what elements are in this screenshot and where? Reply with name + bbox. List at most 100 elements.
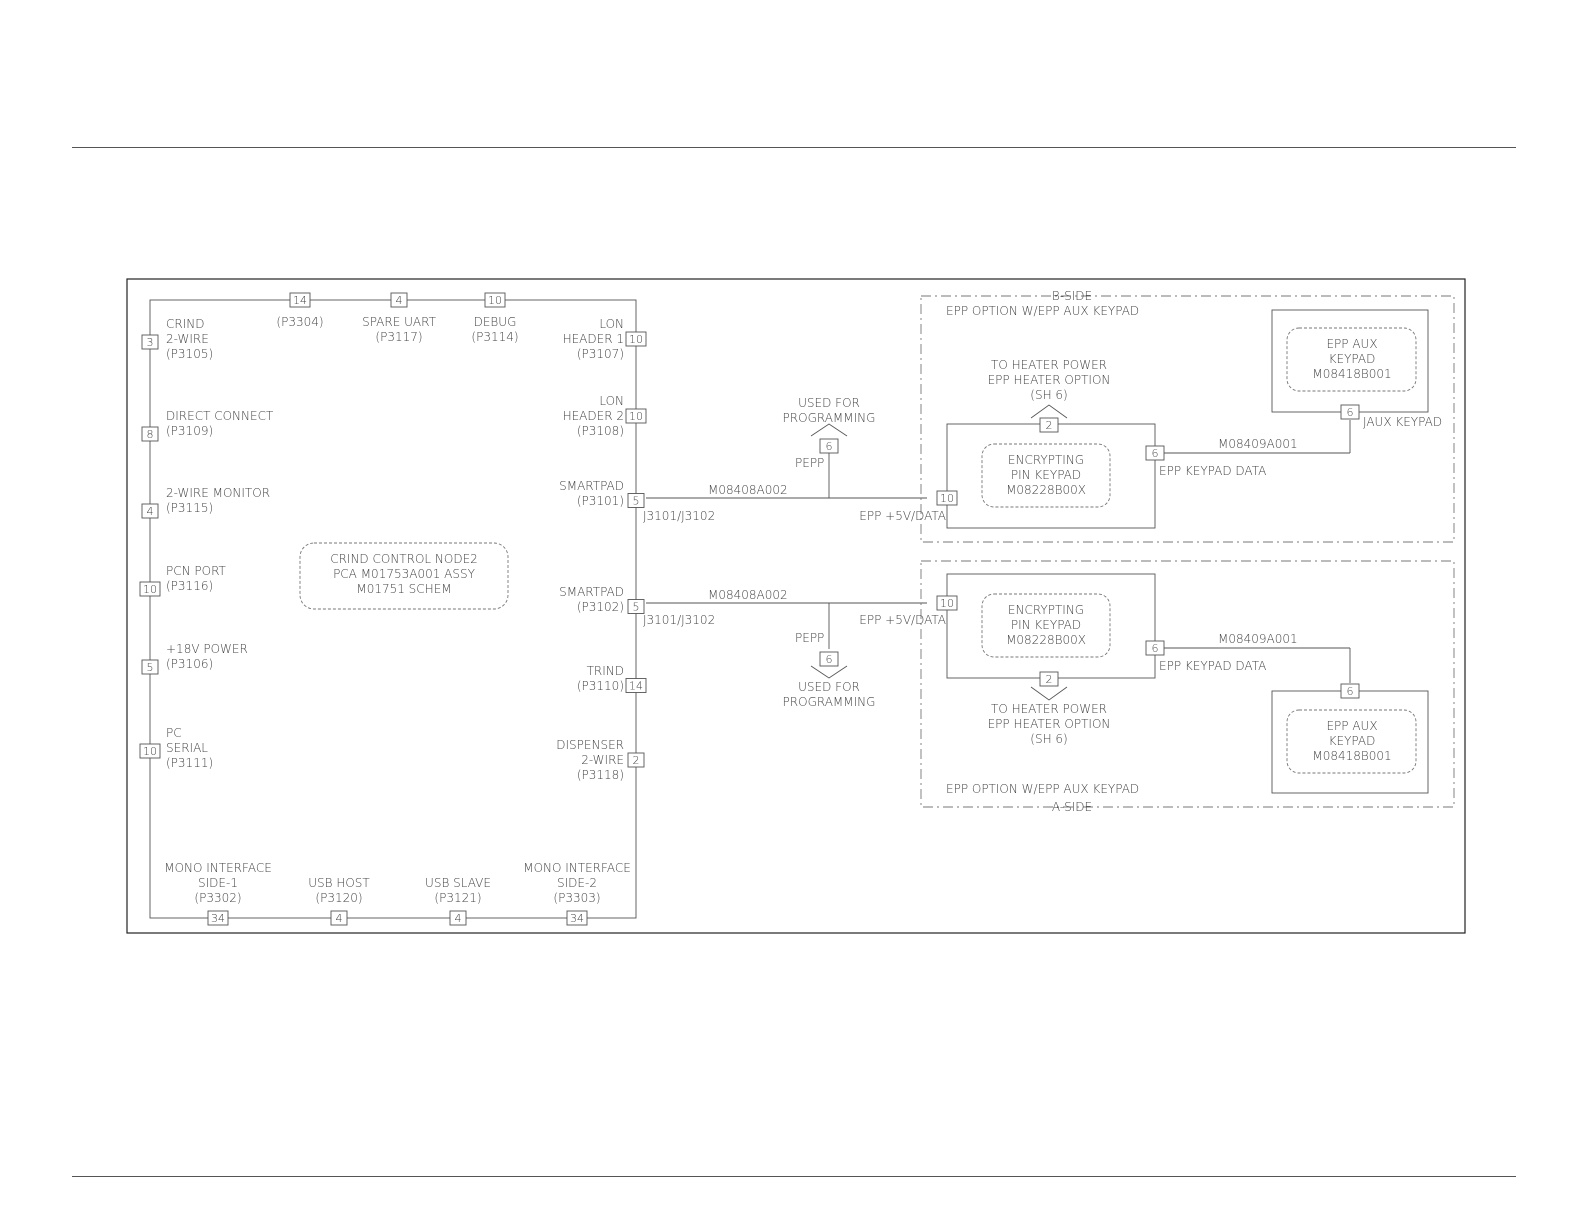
top-rule: [72, 147, 1516, 148]
epp-power-b-label: EPP +5V/DATA: [859, 509, 946, 523]
board-title-line-1: CRIND CONTROL NODE2: [330, 552, 478, 566]
b-side-aux-title-box: [1286, 327, 1417, 392]
svg-text:10: 10: [143, 745, 157, 758]
pin-b-aux: 6: [1340, 404, 1360, 420]
right-connector-pin-5: 14: [625, 678, 647, 693]
right-connector-label-5-line-1: TRIND: [587, 664, 624, 678]
svg-text:6: 6: [1347, 685, 1354, 698]
smartpad-cable-b-label: M08408A002: [708, 483, 788, 497]
right-connector-label-5-line-2: (P3110): [577, 679, 624, 693]
left-connector-label-6-line-2: SERIAL: [166, 741, 208, 755]
svg-text:6: 6: [1152, 642, 1159, 655]
bottom-connector-pin-4: 34: [566, 910, 588, 926]
pin-pepp-a: 6: [819, 651, 839, 667]
bottom-connector-pin-1: 34: [207, 910, 229, 926]
bottom-connector-label-3-line-2: (P3121): [434, 891, 481, 905]
pin-a-aux: 6: [1340, 683, 1360, 699]
top-connector-pin-3: 10: [484, 292, 506, 308]
svg-text:14: 14: [629, 680, 643, 693]
b-aux-title-3: M08418B001: [1312, 367, 1391, 381]
svg-text:4: 4: [455, 912, 462, 925]
b-side-option-box: [920, 295, 1455, 543]
right-connector-label-4-line-1: SMARTPAD: [559, 585, 624, 599]
left-connector-label-2-line-1: DIRECT CONNECT: [166, 409, 274, 423]
programming-arrow-up-icon: [810, 423, 848, 437]
svg-text:10: 10: [940, 492, 954, 505]
right-connector-pin-2: 10: [625, 408, 647, 424]
pin-a-keypad-in: 10: [936, 595, 958, 611]
pin-b-heater: 2: [1039, 417, 1059, 433]
left-connector-pin-3: 4: [141, 503, 159, 519]
right-connector-label-4-line-2: (P3102): [577, 600, 624, 614]
b-keypad-title-3: M08228B00X: [1006, 483, 1086, 497]
programming-a-line-1: USED FOR: [798, 680, 860, 694]
svg-text:2: 2: [1046, 673, 1053, 686]
svg-text:10: 10: [629, 410, 643, 423]
a-aux-title-1: EPP AUX: [1326, 719, 1377, 733]
right-connector-pin-6: 2: [627, 752, 645, 768]
svg-text:6: 6: [826, 440, 833, 453]
programming-b-line-1: USED FOR: [798, 396, 860, 410]
bottom-connector-pin-3: 4: [449, 910, 467, 926]
a-side-keypad-title-box: [981, 593, 1111, 658]
a-keypad-title-2: PIN KEYPAD: [1011, 618, 1081, 632]
pin-pepp-b: 6: [819, 438, 839, 454]
pin-a-keypad-out: 6: [1145, 640, 1165, 656]
a-aux-title-3: M08418B001: [1312, 749, 1391, 763]
svg-text:4: 4: [147, 505, 154, 518]
bottom-connector-label-3-line-1: USB SLAVE: [425, 876, 491, 890]
b-jaux-label: JAUX KEYPAD: [1363, 415, 1442, 429]
smartpad-cable-a-label: M08408A002: [708, 588, 788, 602]
left-connector-label-1-line-2: 2-WIRE: [166, 332, 209, 346]
left-connector-label-1-line-1: CRIND: [166, 317, 204, 331]
svg-text:6: 6: [826, 653, 833, 666]
bottom-connector-label-1-line-2: SIDE-1: [198, 876, 238, 890]
left-connector-label-4-line-1: PCN PORT: [166, 564, 227, 578]
a-heater-line-3: (SH 6): [1030, 732, 1067, 746]
left-connector-label-6-line-1: PC: [166, 726, 182, 740]
a-keypad-title-1: ENCRYPTING: [1008, 603, 1084, 617]
top-connector-label-1-line-1: (P3304): [276, 315, 323, 329]
right-connector-pin-1: 10: [625, 331, 647, 347]
top-connector-pin-1: 14: [289, 292, 311, 308]
jack-a-label: J3101/J3102: [643, 613, 715, 627]
svg-text:10: 10: [488, 294, 502, 307]
left-connector-label-5-line-2: (P3106): [166, 657, 213, 671]
b-keypad-title-2: PIN KEYPAD: [1011, 468, 1081, 482]
svg-text:8: 8: [147, 428, 154, 441]
board-title-box: [299, 542, 509, 610]
svg-text:2: 2: [1046, 419, 1053, 432]
left-connector-pin-5: 5: [141, 659, 159, 675]
bottom-connector-label-4-line-2: SIDE-2: [557, 876, 597, 890]
svg-text:5: 5: [633, 601, 640, 614]
svg-text:34: 34: [211, 912, 225, 925]
left-connector-pin-1: 3: [141, 334, 159, 350]
jack-b-label: J3101/J3102: [643, 509, 715, 523]
a-side-aux-title-box: [1286, 709, 1417, 774]
bottom-connector-label-2-line-2: (P3120): [315, 891, 362, 905]
bottom-connector-label-2-line-1: USB HOST: [308, 876, 370, 890]
right-connector-label-2-line-1: LON: [599, 394, 624, 408]
right-connector-label-6-line-3: (P3118): [577, 768, 624, 782]
top-connector-label-3-line-2: (P3114): [471, 330, 518, 344]
b-side-option-label: EPP OPTION W/EPP AUX KEYPAD: [946, 304, 1139, 318]
bottom-connector-label-1-line-3: (P3302): [194, 891, 241, 905]
left-connector-label-5-line-1: +18V POWER: [166, 642, 248, 656]
right-connector-label-1-line-3: (P3107): [577, 347, 624, 361]
left-connector-pin-4: 10: [139, 581, 161, 597]
pepp-a-label: PEPP: [795, 631, 824, 645]
right-connector-label-3-line-2: (P3101): [577, 494, 624, 508]
bottom-connector-pin-2: 4: [330, 910, 348, 926]
right-connector-label-2-line-3: (P3108): [577, 424, 624, 438]
board-title-line-2: PCA M01753A001 ASSY: [333, 567, 476, 581]
pepp-b-label: PEPP: [795, 456, 824, 470]
svg-text:4: 4: [336, 912, 343, 925]
programming-b-line-2: PROGRAMMING: [783, 411, 876, 425]
svg-text:10: 10: [629, 333, 643, 346]
b-aux-title-2: KEYPAD: [1329, 352, 1376, 366]
svg-text:34: 34: [570, 912, 584, 925]
bottom-connector-label-1-line-1: MONO INTERFACE: [164, 861, 272, 875]
svg-text:6: 6: [1152, 447, 1159, 460]
b-aux-title-1: EPP AUX: [1326, 337, 1377, 351]
